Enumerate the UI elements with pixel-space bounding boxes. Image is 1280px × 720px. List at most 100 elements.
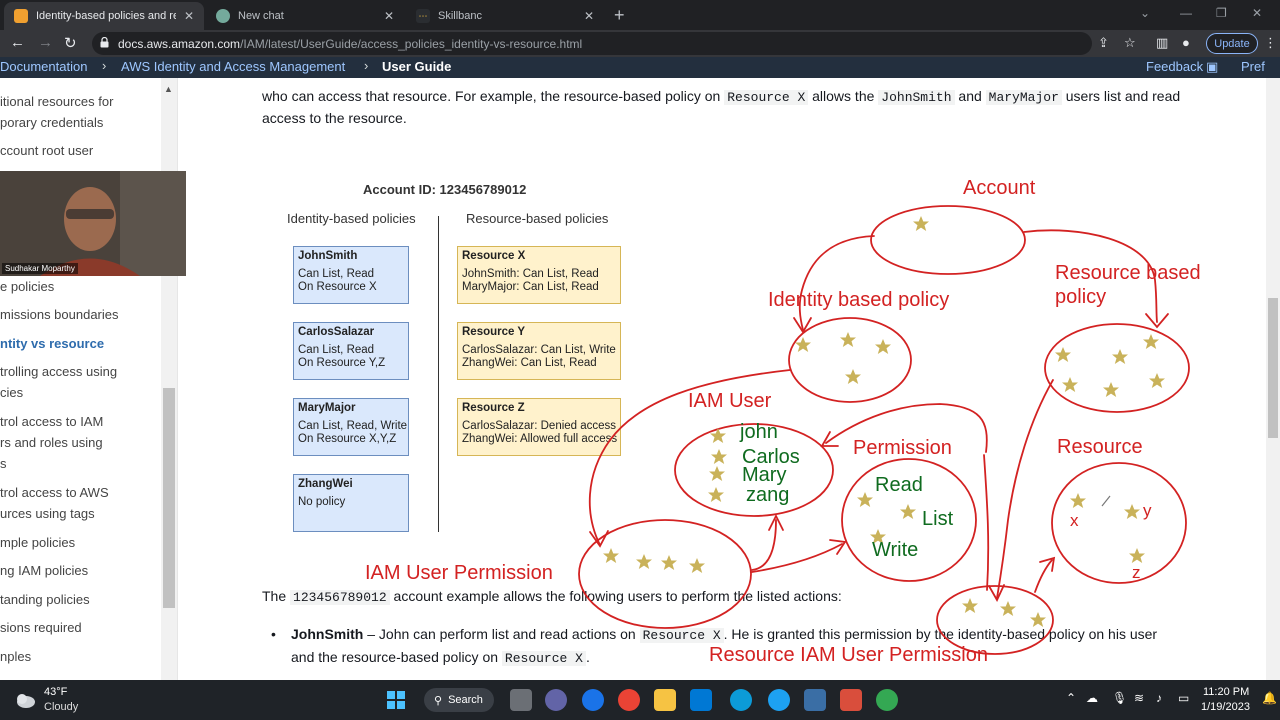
tab-identity-policies[interactable]: Identity-based policies and reso ✕	[4, 2, 204, 30]
new-tab-icon[interactable]: +	[614, 5, 625, 25]
feedback-icon[interactable]: ▣	[1206, 59, 1219, 74]
chrome-profile-icon[interactable]	[876, 689, 898, 711]
bookmark-star-icon[interactable]: ☆	[1124, 35, 1136, 50]
policy-box-marymajor: MaryMajor Can List, Read, Write On Resou…	[293, 398, 409, 456]
weather-cloud-icon[interactable]	[14, 690, 36, 710]
intro-paragraph: who can access that resource. For exampl…	[262, 85, 1180, 109]
volume-icon[interactable]: ♪	[1156, 691, 1162, 705]
update-button[interactable]: Update	[1206, 33, 1258, 54]
sidebar-item[interactable]: tanding policies	[0, 592, 90, 607]
sidebar-item[interactable]: trolling access using	[0, 364, 118, 379]
mail-icon[interactable]	[690, 689, 712, 711]
file-explorer-icon[interactable]	[654, 689, 676, 711]
account-ellipse	[870, 205, 1026, 275]
sidebar-item[interactable]: cies	[0, 385, 24, 400]
aws-favicon-icon	[14, 9, 28, 23]
cloud-sync-icon[interactable]: ☁	[1086, 691, 1098, 705]
chevron-up-icon[interactable]: ⌃	[1066, 691, 1077, 705]
sidebar-item[interactable]: ccount root user	[0, 143, 94, 158]
teams-icon[interactable]	[545, 689, 567, 711]
microphone-icon[interactable]: 🎙	[1112, 691, 1128, 705]
close-window-icon[interactable]: ✕	[1252, 6, 1263, 20]
edge-icon[interactable]	[730, 689, 752, 711]
sidebar-item[interactable]: mple policies	[0, 535, 76, 550]
breadcrumb-documentation[interactable]: Documentation	[0, 59, 88, 74]
policy-box-title: MaryMajor	[298, 402, 356, 414]
tab-new-chat[interactable]: New chat ✕	[206, 2, 404, 30]
preferences-link[interactable]: Pref	[1241, 59, 1265, 74]
minimize-icon[interactable]: —	[1180, 6, 1192, 20]
outlook-icon[interactable]	[768, 689, 790, 711]
text: . He is granted this permission by the i…	[723, 626, 1158, 642]
sidebar-item[interactable]: porary credentials	[0, 115, 104, 130]
zoom-icon[interactable]	[582, 689, 604, 711]
sidebar-item[interactable]: ng IAM policies	[0, 563, 89, 578]
sidebar-scroll-thumb[interactable]	[163, 388, 175, 608]
address-bar[interactable]: docs.aws.amazon.com/IAM/latest/UserGuide…	[92, 32, 1092, 55]
taskbar-date[interactable]: 1/19/2023	[1201, 701, 1250, 713]
resource-line: JohnSmith: Can List, Read	[462, 268, 599, 280]
policy-box-title: CarlosSalazar	[298, 326, 375, 338]
tab-skillbanc[interactable]: ⋯ Skillbanc ✕	[406, 2, 604, 30]
sidebar-item[interactable]: trol access to IAM	[0, 414, 104, 429]
breadcrumb-user-guide: User Guide	[382, 59, 452, 74]
code-resource-x: Resource X	[639, 628, 724, 643]
close-icon[interactable]: ✕	[583, 9, 594, 23]
resource-box-z: Resource Z CarlosSalazar: Denied access …	[457, 398, 621, 456]
share-icon[interactable]: ⇪	[1098, 35, 1109, 50]
policy-line: Can List, Read, Write	[298, 420, 408, 432]
annotation-iam-user: IAM User	[688, 390, 772, 412]
annotation-resource-policy-2: policy	[1055, 286, 1107, 308]
sidebar-item[interactable]: trol access to AWS	[0, 485, 109, 500]
wifi-icon[interactable]: ≋	[1134, 691, 1145, 705]
policy-line: No policy	[298, 496, 346, 508]
sidebar-item[interactable]: itional resources for	[0, 94, 114, 109]
windows-start-icon[interactable]	[386, 690, 406, 710]
page-scroll-thumb[interactable]	[1268, 298, 1278, 438]
sidebar-item[interactable]: rs and roles using	[0, 435, 103, 450]
side-panel-icon[interactable]: ▥	[1156, 35, 1169, 50]
weather-temperature[interactable]: 43°F	[44, 686, 68, 698]
sidebar-item[interactable]: nples	[0, 649, 32, 664]
sidebar-item[interactable]: urces using tags	[0, 506, 95, 521]
breadcrumb-iam[interactable]: AWS Identity and Access Management	[121, 59, 346, 74]
policy-box-johnsmith: JohnSmith Can List, Read On Resource X	[293, 246, 409, 304]
taskbar-time[interactable]: 11:20 PM	[1203, 686, 1250, 698]
close-icon[interactable]: ✕	[183, 9, 194, 23]
tab-title: New chat	[238, 10, 284, 22]
resource-line: MaryMajor: Can List, Read	[462, 281, 599, 293]
sidebar-item[interactable]: sions required	[0, 620, 82, 635]
sidebar-item[interactable]: s	[0, 456, 7, 471]
back-arrow-icon[interactable]: ←	[10, 34, 25, 51]
app-icon[interactable]	[804, 689, 826, 711]
sidebar-item-active[interactable]: ntity vs resource	[0, 336, 105, 351]
annotation-res-y: y	[1143, 501, 1152, 520]
battery-icon[interactable]: ▭	[1178, 691, 1190, 705]
office-icon[interactable]	[840, 689, 862, 711]
feedback-link[interactable]: Feedback	[1146, 59, 1204, 74]
sidebar-item[interactable]: missions boundaries	[0, 307, 119, 322]
forward-arrow-icon[interactable]: →	[38, 34, 53, 51]
scroll-up-icon[interactable]: ▲	[164, 84, 173, 94]
weather-condition[interactable]: Cloudy	[44, 701, 79, 713]
reload-icon[interactable]: ↻	[64, 35, 77, 52]
close-icon[interactable]: ✕	[383, 9, 394, 23]
resource-line: ZhangWei: Can List, Read	[462, 357, 597, 369]
taskbar-search-button[interactable]: ⚲ Search	[424, 688, 494, 712]
annotation-res-x: x	[1070, 511, 1079, 530]
annotation-account: Account	[963, 177, 1036, 199]
maximize-icon[interactable]: ❐	[1216, 6, 1227, 20]
menu-kebab-icon[interactable]: ⋮	[1264, 35, 1277, 50]
annotation-user-john: john	[740, 421, 778, 443]
profile-icon[interactable]: ●	[1182, 35, 1190, 50]
chevron-down-icon[interactable]: ⌄	[1140, 6, 1151, 20]
annotation-user-zang: zang	[746, 484, 790, 506]
chrome-icon[interactable]	[618, 689, 640, 711]
policy-box-carlossalazar: CarlosSalazar Can List, Read On Resource…	[293, 322, 409, 380]
windows-taskbar: 43°F Cloudy ⚲ Search ⌃ ☁ 🎙 ≋ ♪ ▭ 11:20 P…	[0, 680, 1280, 720]
task-view-icon[interactable]	[510, 689, 532, 711]
notification-bell-icon[interactable]: 🔔	[1262, 691, 1277, 705]
text: users list and read	[1065, 88, 1181, 104]
sidebar-item[interactable]: e policies	[0, 279, 55, 294]
